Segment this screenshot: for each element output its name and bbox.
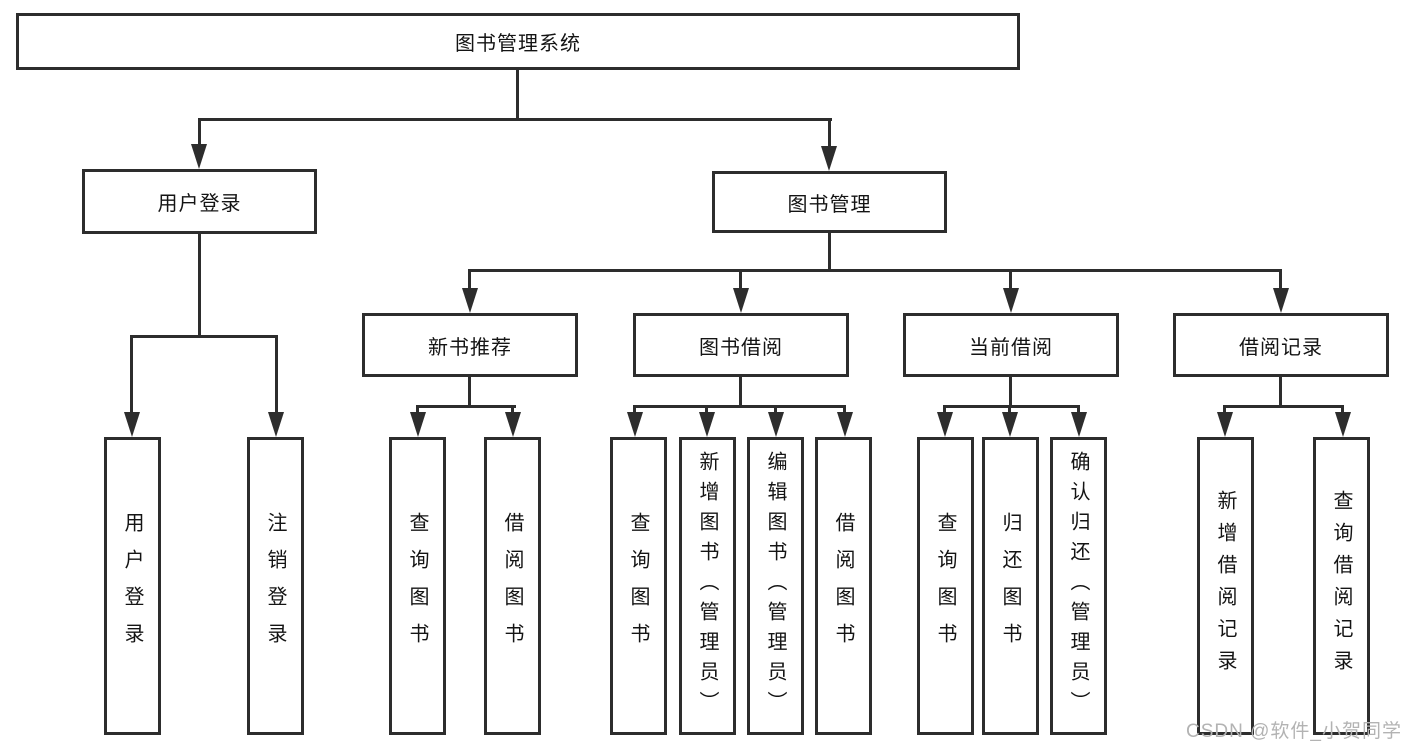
node-book-management: 图书管理 (712, 171, 947, 233)
arrowhead-icon (1003, 288, 1019, 313)
connector-line (705, 405, 708, 417)
arrowhead-icon (1071, 412, 1087, 437)
node-label: 查询图书 (406, 512, 428, 660)
connector-line (468, 269, 1282, 272)
connector-line (828, 118, 831, 150)
leaf-borrow-books-recommend: 借阅图书 (484, 437, 541, 735)
arrowhead-icon (733, 288, 749, 313)
node-book-borrow: 图书借阅 (633, 313, 849, 377)
arrowhead-icon (462, 288, 478, 313)
node-label: 归还图书 (999, 512, 1021, 660)
leaf-query-borrow-record: 查询借阅记录 (1313, 437, 1370, 735)
connector-line (511, 405, 514, 417)
connector-line (1009, 377, 1012, 408)
node-label: 图书管理系统 (455, 33, 581, 55)
arrowhead-icon (268, 412, 284, 437)
node-label: 确认归还（管理员） (1067, 451, 1089, 721)
node-label: 新书推荐 (428, 336, 512, 359)
connector-line (1223, 405, 1226, 417)
arrowhead-icon (191, 144, 207, 169)
node-library-system: 图书管理系统 (16, 13, 1020, 70)
node-label: 借阅记录 (1239, 336, 1323, 359)
connector-line (416, 405, 516, 408)
leaf-query-books-current: 查询图书 (917, 437, 974, 735)
node-user-login: 用户登录 (82, 169, 317, 234)
arrowhead-icon (1273, 288, 1289, 313)
connector-line (416, 405, 419, 417)
leaf-borrow-books: 借阅图书 (815, 437, 872, 735)
node-borrow-records: 借阅记录 (1173, 313, 1389, 377)
connector-line (1279, 269, 1282, 291)
arrowhead-icon (1217, 412, 1233, 437)
node-label: 查询图书 (934, 512, 956, 660)
connector-line (774, 405, 777, 417)
leaf-return-books: 归还图书 (982, 437, 1039, 735)
connector-line (943, 405, 1080, 408)
connector-line (1223, 405, 1344, 408)
leaf-logout: 注销登录 (247, 437, 304, 735)
node-label: 图书借阅 (699, 336, 783, 359)
node-current-borrow: 当前借阅 (903, 313, 1119, 377)
node-label: 新增借阅记录 (1214, 490, 1236, 682)
arrowhead-icon (1002, 412, 1018, 437)
leaf-confirm-return-admin: 确认归还（管理员） (1050, 437, 1107, 735)
connector-line (468, 377, 471, 408)
connector-line (275, 335, 278, 415)
arrowhead-icon (124, 412, 140, 437)
connector-line (739, 377, 742, 408)
arrowhead-icon (627, 412, 643, 437)
connector-line (516, 70, 519, 118)
arrowhead-icon (937, 412, 953, 437)
node-label: 查询借阅记录 (1330, 490, 1352, 682)
connector-line (633, 405, 846, 408)
connector-line (130, 335, 133, 415)
connector-line (198, 118, 832, 121)
node-label: 注销登录 (264, 512, 286, 660)
arrowhead-icon (768, 412, 784, 437)
leaf-query-books-recommend: 查询图书 (389, 437, 446, 735)
connector-line (468, 269, 471, 291)
connector-line (1077, 405, 1080, 417)
leaf-add-books-admin: 新增图书（管理员） (679, 437, 736, 735)
arrowhead-icon (505, 412, 521, 437)
connector-line (198, 234, 201, 335)
leaf-user-login: 用户登录 (104, 437, 161, 735)
arrowhead-icon (837, 412, 853, 437)
arrowhead-icon (821, 146, 837, 171)
connector-line (130, 335, 278, 338)
node-label: 编辑图书（管理员） (764, 451, 786, 721)
connector-line (1008, 405, 1011, 417)
arrowhead-icon (410, 412, 426, 437)
leaf-edit-books-admin: 编辑图书（管理员） (747, 437, 804, 735)
connector-line (1279, 377, 1282, 408)
node-label: 当前借阅 (969, 336, 1053, 359)
connector-line (739, 269, 742, 291)
node-new-book-recommend: 新书推荐 (362, 313, 578, 377)
connector-line (198, 118, 201, 148)
arrowhead-icon (1335, 412, 1351, 437)
connector-line (633, 405, 636, 417)
connector-line (843, 405, 846, 417)
connector-line (828, 233, 831, 271)
connector-line (1009, 269, 1012, 291)
node-label: 图书管理 (787, 193, 872, 216)
node-label: 借阅图书 (501, 512, 523, 660)
node-label: 查询图书 (627, 512, 649, 660)
node-label: 用户登录 (157, 193, 242, 215)
node-label: 用户登录 (121, 512, 143, 660)
node-label: 新增图书（管理员） (696, 451, 718, 721)
leaf-add-borrow-record: 新增借阅记录 (1197, 437, 1254, 735)
leaf-query-books-borrow: 查询图书 (610, 437, 667, 735)
connector-line (943, 405, 946, 417)
connector-line (1341, 405, 1344, 417)
arrowhead-icon (699, 412, 715, 437)
node-label: 借阅图书 (832, 512, 854, 660)
csdn-watermark: CSDN @软件_小贺同学 (1186, 721, 1402, 742)
